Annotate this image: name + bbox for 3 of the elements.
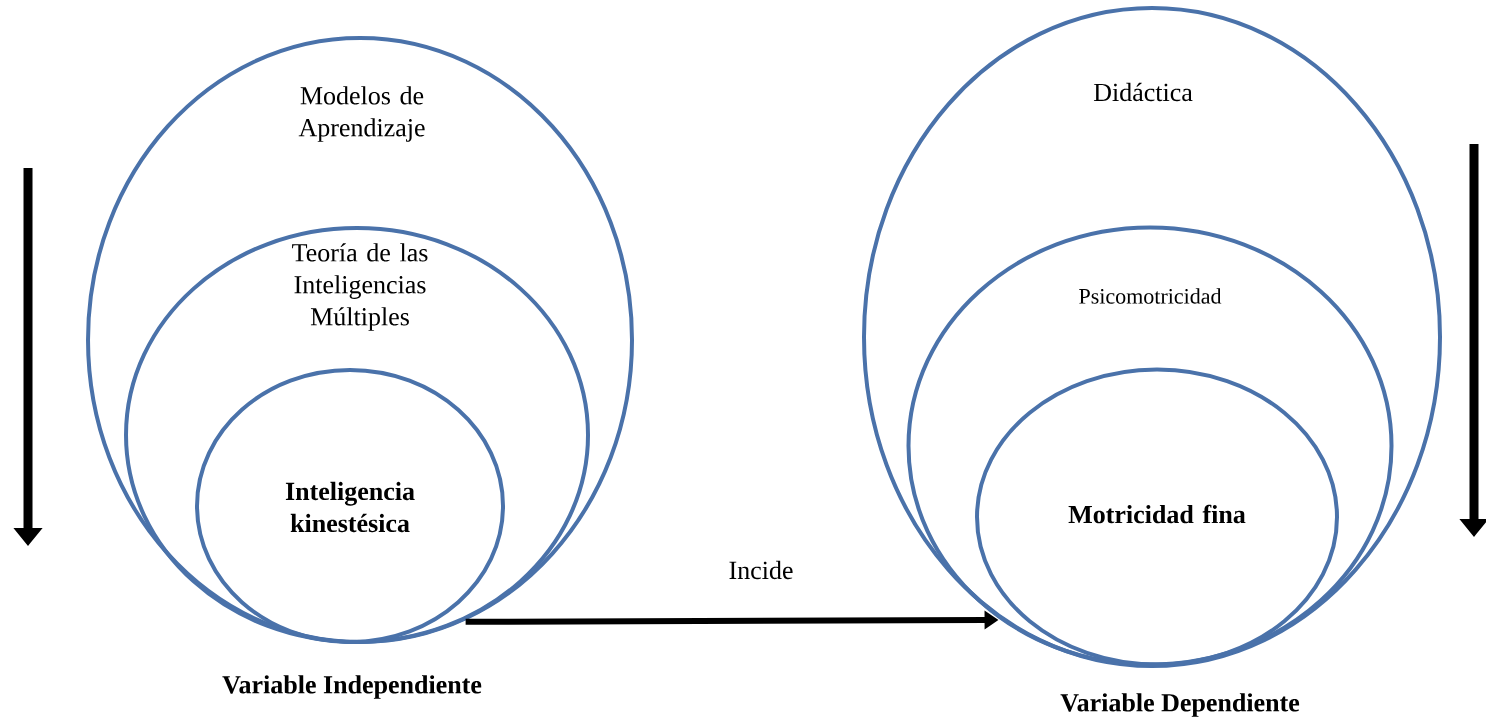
caption: Variable Independiente xyxy=(222,675,482,699)
caption: Variable Dependiente xyxy=(1060,693,1300,717)
edge-label: Incide xyxy=(729,560,793,580)
